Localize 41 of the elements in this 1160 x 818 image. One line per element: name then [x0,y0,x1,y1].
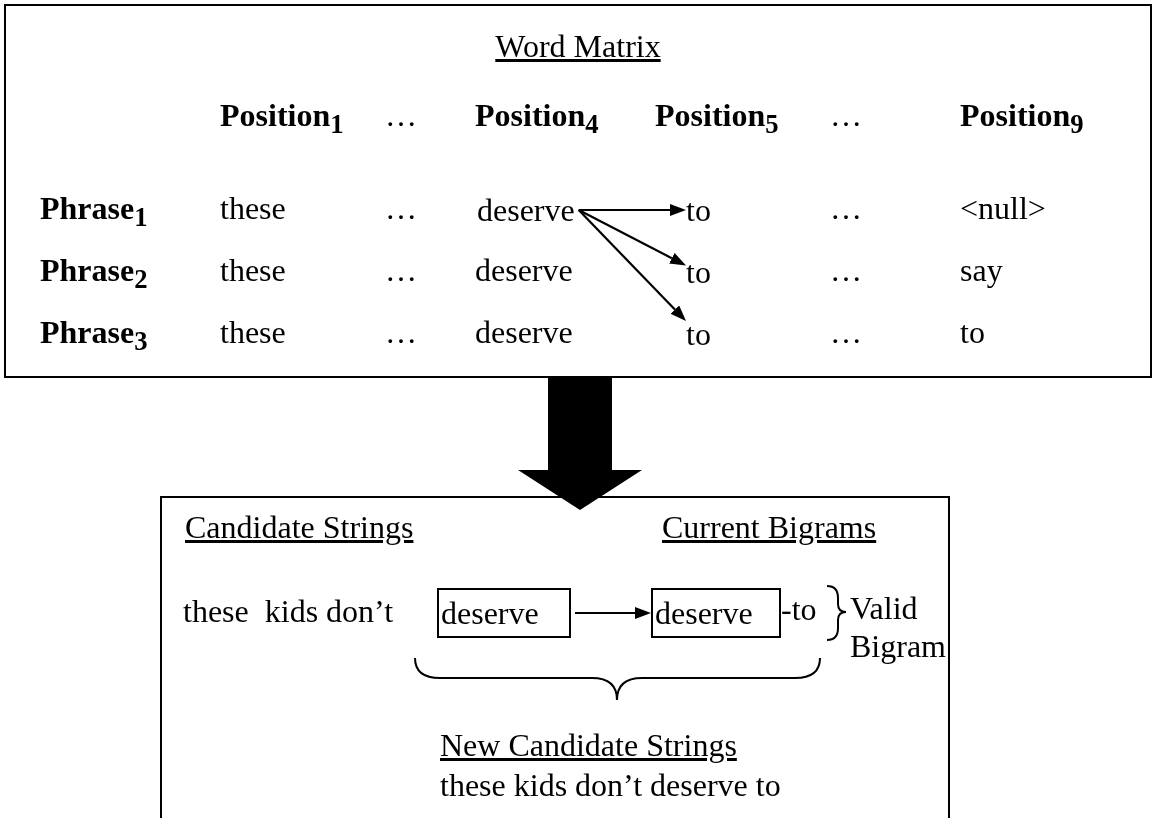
cell-text: these kids don’t [183,592,394,630]
cell-text: these [220,313,286,351]
cell-text: these kids don’t deserve to [440,766,781,804]
row-heading: Phrase$_{1}$ [40,189,148,235]
cell-text: <null> [960,189,1046,227]
matrix-word: to [686,191,711,229]
cell-text: Valid Bigram [850,589,946,665]
column-heading: Position$_{9}$ [960,96,1084,142]
word-box [437,588,571,638]
bigram-box [651,588,781,638]
matrix-word: deserve [477,191,575,229]
cell-text: … [385,189,417,227]
cell-text: deserve [475,251,573,289]
cell-text: … [830,189,862,227]
candidate-panel [160,496,950,818]
section-heading: Current Bigrams [662,508,877,546]
row-heading: Phrase$_{3}$ [40,313,148,359]
cell-text: these [220,251,286,289]
cell-text: … [385,251,417,289]
cell-text: … [385,313,417,351]
word-text: deserve [655,594,753,632]
word-matrix-panel [4,4,1152,378]
cell-text: to [960,313,985,351]
cell-text: these [220,189,286,227]
cell-text: … [830,313,862,351]
column-heading: Position$_{5}$ [655,96,779,142]
matrix-word: to [686,253,711,291]
cell-text: … [385,96,417,134]
word-text: -to [781,590,817,628]
cell-text: say [960,251,1003,289]
section-heading: Candidate Strings [185,508,414,546]
column-heading: Position$_{1}$ [220,96,344,142]
cell-text: … [830,251,862,289]
panel-title: Word Matrix [494,27,662,65]
cell-text: … [830,96,862,134]
cell-text: deserve [475,313,573,351]
row-heading: Phrase$_{2}$ [40,251,148,297]
word-text: deserve [441,594,539,632]
column-heading: Position$_{4}$ [475,96,599,142]
matrix-word: to [686,315,711,353]
section-heading: New Candidate Strings [440,726,737,764]
